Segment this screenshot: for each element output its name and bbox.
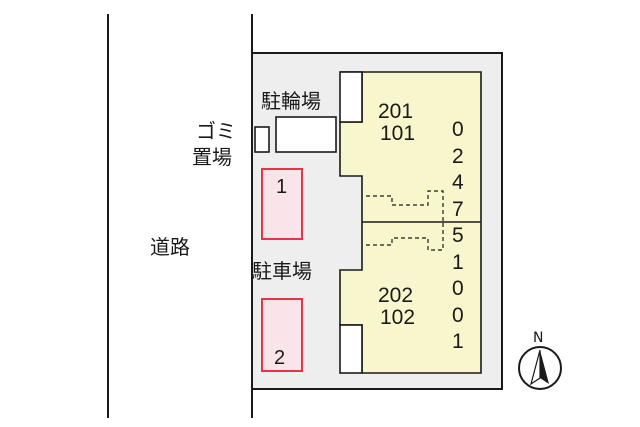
building-code-digit: 0	[452, 118, 464, 141]
entrance-lower	[339, 324, 363, 374]
road-label: 道路	[150, 235, 190, 259]
car-parking-label: 駐車場	[252, 259, 312, 283]
garbage-label-line1: ゴミ	[196, 119, 236, 143]
garbage-label-line2: 置場	[192, 145, 232, 169]
parking-bay-2-number: 2	[274, 347, 285, 369]
parking-bay-1	[261, 168, 303, 240]
compass-needle-outline-icon	[530, 349, 541, 386]
unit-lower-bottom: 102	[380, 306, 415, 329]
garbage-area	[254, 126, 270, 153]
building-code-digit: 1	[452, 330, 464, 353]
unit-lower-top: 202	[378, 284, 413, 307]
compass-needle-icon	[540, 350, 549, 384]
building-code-digits: 0 2 4 7 5 1 0 0 1	[452, 118, 464, 353]
unit-upper-bottom: 101	[380, 122, 415, 145]
entrance-upper	[339, 71, 363, 123]
bicycle-parking-label: 駐輪場	[261, 89, 321, 113]
unit-upper-top: 201	[378, 100, 413, 123]
building-code-digit: 7	[452, 198, 464, 221]
building-code-digit: 4	[452, 171, 464, 194]
compass: N	[518, 330, 562, 390]
building-code-digit: 2	[452, 145, 464, 168]
building-code-digit: 1	[452, 251, 464, 274]
compass-north-label: N	[533, 330, 543, 346]
bicycle-parking-area	[275, 116, 337, 153]
building-code-digit: 0	[452, 304, 464, 327]
parking-bay-1-number: 1	[276, 176, 287, 198]
building-code-digit: 0	[452, 277, 464, 300]
building-code-digit: 5	[452, 224, 464, 247]
stair-upper-dashed	[366, 190, 444, 222]
parking-bay-2	[261, 298, 303, 372]
